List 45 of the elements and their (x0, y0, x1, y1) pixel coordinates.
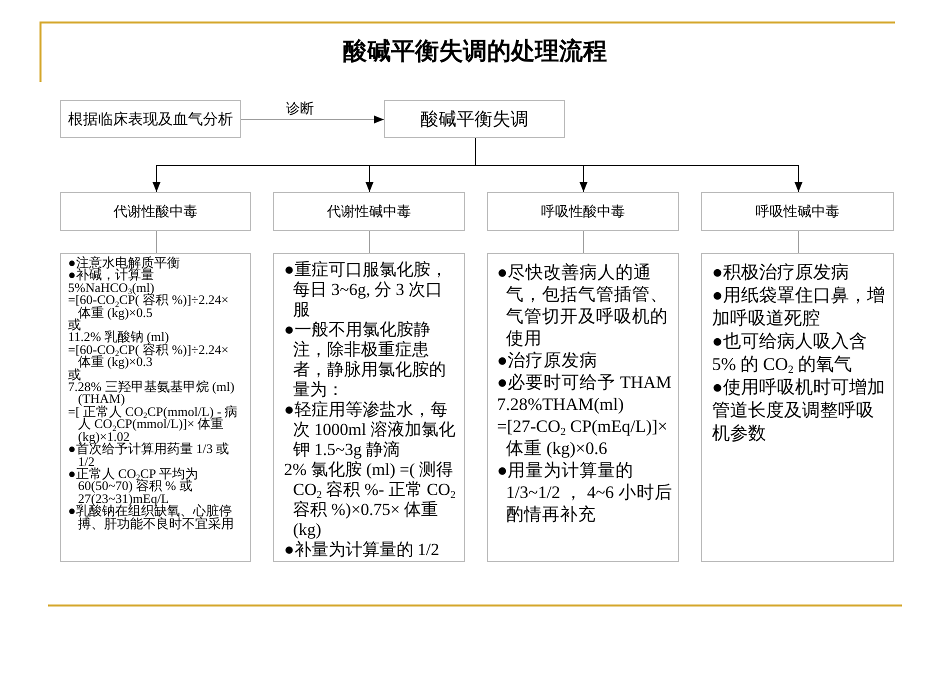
paragraph: ●治疗原发病 (497, 349, 599, 371)
category-box: 呼吸性碱中毒 (701, 192, 894, 231)
paragraph: ●正常人 CO$_{2}$CP 平均为 60(50~70) 容积 % 或 27(23~31)mEq/L (68, 468, 198, 506)
connector-line (156, 230, 157, 254)
text-box (60, 253, 251, 562)
paragraph: 11.2% 乳酸钠 (ml) (68, 331, 170, 344)
paragraph: ●也可给病人吸入含 5% 的 CO$_{2}$ 的氧气 (712, 330, 868, 376)
paragraph: =[60-CO$_{2}$CP( 容积 %)]÷2.24× 体重 (kg)×0.3 (68, 344, 230, 369)
paragraph: ●使用呼吸机时可增加管道长度及调整呼吸机参数 (712, 376, 886, 445)
paragraph: =[ 正常人 CO$_{2}$CP(mmol/L) - 病人 CO$_{2}$CP(mmol/L)]× 体重 (kg)×1.02 (68, 406, 239, 444)
connector-line (369, 230, 370, 254)
arrow (240, 116, 384, 124)
paragraph: ●注意水电解质平衡 (68, 257, 181, 270)
process-box: 根据临床表现及血气分析 (60, 100, 241, 138)
paragraph: ●用量为计算量的 1/3~1/2 ， 4~6 小时后酌情再补充 (497, 459, 674, 525)
text-box (273, 253, 465, 562)
paragraph: 7.28% 三羟甲基氨基甲烷 (ml) (THAM) (68, 381, 234, 406)
paragraph: 2% 氯化胺 (ml) =( 测得 CO$_{2}$ 容积 %- 正常 CO$_{2}$ 容积 %)×0.75× 体重 (kg) (284, 460, 457, 540)
category-box: 代谢性酸中毒 (60, 192, 251, 231)
paragraph: ●必要时可给予 THAM (497, 371, 672, 393)
paragraph: 5%NaHCO$_{3}$(ml) (68, 282, 154, 294)
title: 酸碱平衡失调的处理流程 (343, 37, 607, 67)
paragraph: ●首次给予计算用药量 1/3 或 1/2 (68, 443, 230, 468)
connector-line (583, 230, 584, 254)
edge-label: 诊断 (285, 100, 315, 116)
paragraph: =[60-CO$_{2}$CP( 容积 %)]÷2.24× 体重 (kg)×0.5 (68, 294, 230, 320)
paragraph: ●积极治疗原发病 (712, 261, 850, 284)
paragraph: ●一般不用氯化胺静注，除非极重症患者，静脉用氯化胺的量为： (284, 320, 447, 400)
paragraph: =[27-CO$_{2}$ CP(mEq/L)]× 体重 (kg)×0.6 (497, 415, 669, 459)
paragraph: ●尽快改善病人的通气，包括气管插管、气管切开及呼吸机的使用 (497, 261, 669, 349)
category-box: 代谢性碱中毒 (273, 192, 465, 231)
process-box: 酸碱平衡失调 (384, 100, 565, 138)
paragraph: ●用纸袋罩住口鼻，增加呼吸道死腔 (712, 284, 886, 330)
paragraph: 或 (68, 319, 81, 332)
paragraph: ●乳酸钠在组织缺氧、心脏停搏、肝功能不良时不宜采用 (68, 505, 235, 530)
paragraph: ●补碱，计算量 (68, 269, 154, 282)
paragraph: ●轻症用等渗盐水，每次 1000ml 溶液加氯化钾 1.5~3g 静滴 (284, 400, 456, 460)
paragraph: ●补量为计算量的 1/2 (284, 540, 440, 560)
connector-line (798, 230, 799, 254)
category-box: 呼吸性酸中毒 (487, 192, 679, 231)
text-box (487, 253, 679, 562)
paragraph: ●重症可口服氯化胺，每日 3~6g, 分 3 次口服 (284, 260, 448, 320)
text-box (701, 253, 894, 562)
paragraph: 或 (68, 368, 81, 382)
paragraph: 7.28%THAM(ml) (497, 393, 625, 415)
